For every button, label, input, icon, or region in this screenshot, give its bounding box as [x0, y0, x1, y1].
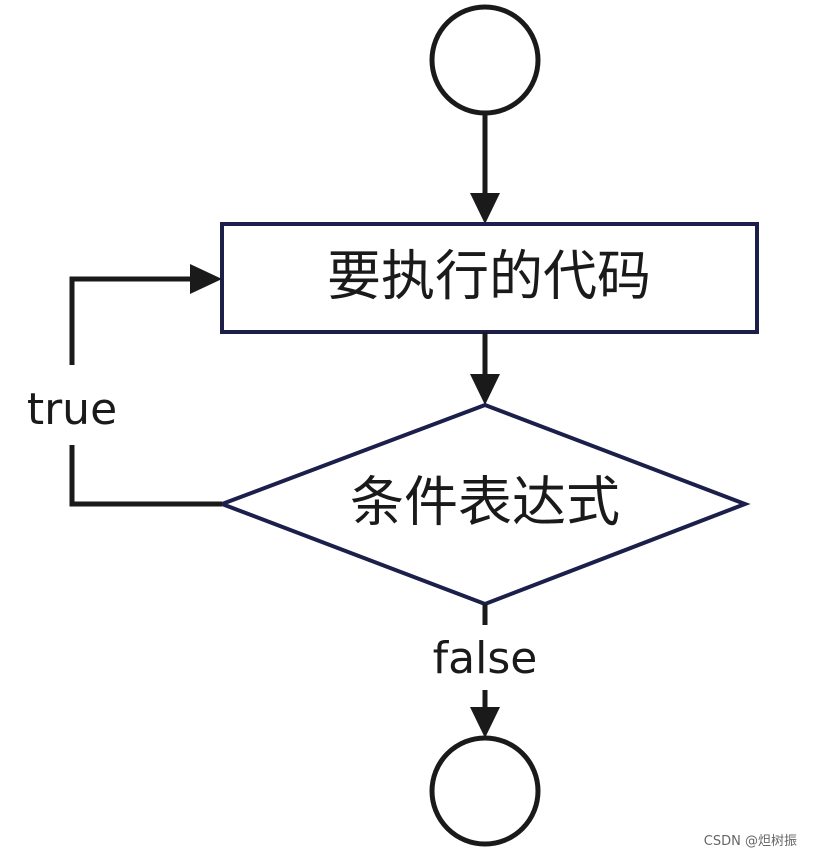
true-loop-line-upper	[69, 276, 190, 365]
end-node	[429, 735, 541, 847]
process-box	[220, 222, 759, 334]
start-node	[429, 4, 541, 116]
arrowhead-process-to-decision	[470, 374, 500, 405]
true-loop-line	[69, 445, 222, 507]
process-label: 要执行的代码	[327, 245, 651, 308]
arrowhead-start-to-process	[470, 193, 500, 224]
arrowhead-true-loop	[190, 264, 222, 294]
false-label: false	[433, 633, 538, 684]
watermark: CSDN @炟树振	[704, 834, 797, 849]
condition-label: 条件表达式	[350, 471, 620, 534]
arrowhead-false	[470, 707, 500, 738]
true-label: true	[27, 384, 117, 435]
